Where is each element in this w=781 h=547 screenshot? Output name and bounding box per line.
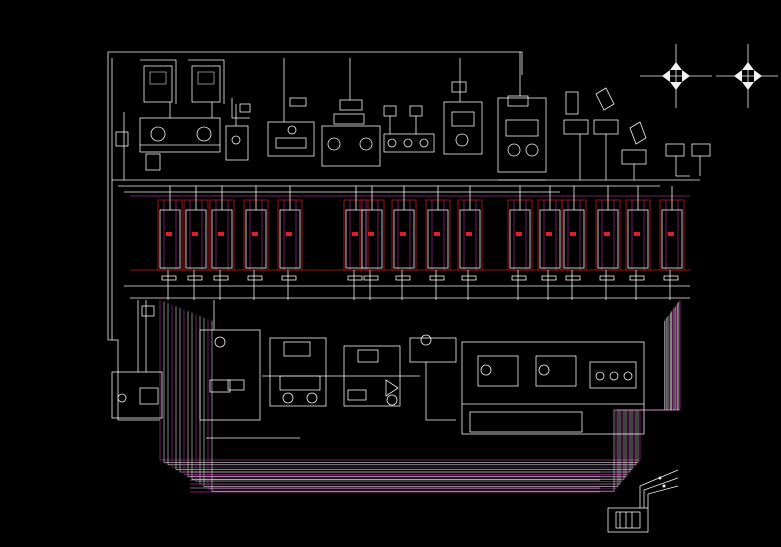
control-block-5: [443, 58, 483, 155]
valve-section: [157, 186, 183, 300]
valve-section: [277, 186, 303, 300]
connector-plug: [607, 469, 679, 533]
valve-section: [425, 186, 451, 300]
valve-section: [537, 186, 563, 300]
return-line: [187, 311, 672, 478]
valve-section: [343, 186, 369, 300]
return-line: [175, 306, 676, 470]
return-line-bundle: [159, 300, 681, 493]
return-line: [195, 314, 670, 482]
return-line: [199, 316, 669, 485]
direction-symbol-2: [716, 44, 778, 108]
direction-symbol-1: [640, 44, 712, 108]
pump-assembly-left: [115, 59, 250, 180]
control-block-4: [383, 105, 435, 153]
control-block-7: [563, 87, 647, 180]
return-line: [163, 301, 680, 463]
valve-section: [625, 186, 651, 300]
valve-section: [243, 186, 269, 300]
return-line: [179, 308, 675, 473]
valve-section: [595, 186, 621, 300]
mid-circuit-3: [340, 345, 420, 407]
return-line: [167, 303, 678, 466]
return-line: [203, 317, 668, 487]
control-block-2: [267, 58, 315, 157]
control-block-8: [665, 143, 711, 177]
valve-section: [457, 186, 483, 300]
valve-section: [561, 186, 587, 300]
return-line: [183, 309, 674, 475]
valve-section: [391, 186, 417, 300]
return-line: [207, 319, 666, 490]
return-line: [159, 300, 681, 461]
mid-circuit-1: [199, 300, 300, 439]
mid-circuit-4: [409, 334, 457, 421]
valve-section: [659, 186, 685, 300]
return-line: [191, 312, 671, 480]
valve-section: [183, 186, 209, 300]
valve-section: [209, 186, 235, 300]
manifold-lines: [112, 179, 700, 299]
valve-section: [507, 186, 533, 300]
mid-circuit-2: [262, 337, 340, 407]
control-block-1: [225, 103, 251, 161]
outer-frame: [107, 51, 523, 421]
valve-bank: [157, 186, 685, 300]
valve-section: [359, 186, 385, 300]
mid-circuit-5: [461, 341, 645, 435]
control-block-3: [321, 58, 381, 167]
left-tank-block: [111, 300, 163, 419]
return-line: [171, 304, 677, 468]
return-line: [211, 320, 665, 492]
